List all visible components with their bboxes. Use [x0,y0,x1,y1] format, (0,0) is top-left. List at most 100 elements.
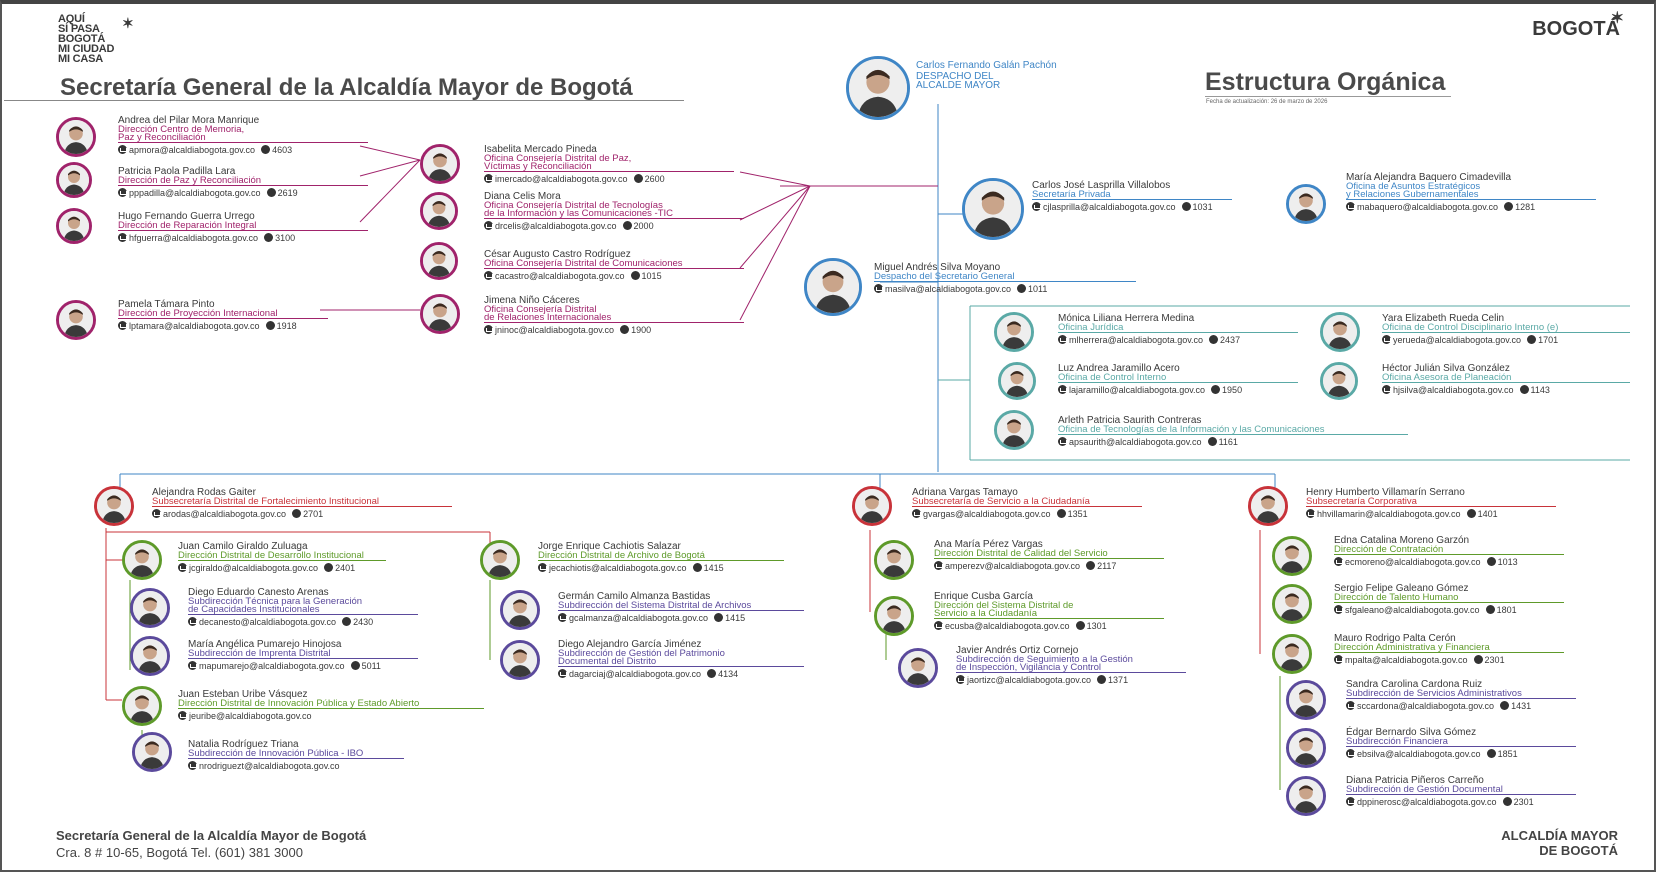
divider [188,758,404,759]
email-link[interactable]: jninoc@alcaldiabogota.gov.co [495,325,615,335]
divider [152,506,452,507]
extension: 4603 [261,145,292,155]
email-icon [484,174,493,183]
person-name: Héctor Julián Silva González [1382,363,1510,374]
email-link[interactable]: mpalta@alcaldiabogota.gov.co [1345,655,1468,665]
extension-number: 2437 [1220,335,1241,345]
avatar [500,590,540,630]
extension-number: 2301 [1513,797,1534,807]
email-icon [538,563,547,572]
email-link[interactable]: jeuribe@alcaldiabogota.gov.co [189,711,312,721]
person-name: Jorge Enrique Cachiotis Salazar [538,541,681,552]
footer-brand-line2: DE BOGOTÁ [1539,843,1618,858]
email-link[interactable]: sccardona@alcaldiabogota.gov.co [1357,701,1495,711]
email-link[interactable]: decanesto@alcaldiabogota.gov.co [199,617,337,627]
unit-name: Dirección Distrital de Desarrollo Instit… [178,550,364,561]
extension-number: 1801 [1496,605,1517,615]
email-icon [1306,509,1315,518]
email-link[interactable]: masilva@alcaldiabogota.gov.co [885,284,1012,294]
avatar [898,648,938,688]
avatar [480,540,520,580]
extension: 2619 [266,188,298,198]
email-icon [1346,202,1355,211]
email-link[interactable]: mlherrera@alcaldiabogota.gov.co [1069,335,1204,345]
email-link[interactable]: nrodriguezt@alcaldiabogota.gov.co [199,761,340,771]
phone-icon [1056,509,1066,518]
divider [484,171,734,172]
email-link[interactable]: jcgiraldo@alcaldiabogota.gov.co [189,563,319,573]
email-link[interactable]: apmora@alcaldiabogota.gov.co [129,145,256,155]
email-link[interactable]: ecusba@alcaldiabogota.gov.co [945,621,1070,631]
avatar [130,636,170,676]
divider [558,666,804,667]
email-link[interactable]: dagarciaj@alcaldiabogota.gov.co [569,669,702,679]
email-link[interactable]: dppinerosc@alcaldiabogota.gov.co [1357,797,1497,807]
extension-number: 2430 [353,617,374,627]
email-link[interactable]: arodas@alcaldiabogota.gov.co [163,509,287,519]
unit-name: y Relaciones Gubernamentales [1346,189,1479,200]
email-link[interactable]: sfgaleano@alcaldiabogota.gov.co [1345,605,1480,615]
divider [118,230,368,231]
email-link[interactable]: hfguerra@alcaldiabogota.gov.co [129,233,259,243]
unit-name: Despacho del Secretario General [874,271,1015,282]
email-link[interactable]: ecmoreno@alcaldiabogota.gov.co [1345,557,1481,567]
person-name: María Alejandra Baquero Cimadevilla [1346,172,1512,183]
email-link[interactable]: yerueda@alcaldiabogota.gov.co [1393,335,1522,345]
unit-name: Subdirección Financiera [1346,736,1448,747]
email-icon [178,563,187,572]
person-name: Carlos Fernando Galán Pachón [916,60,1057,71]
phone-icon [1097,675,1107,684]
email-link[interactable]: cjlasprilla@alcaldiabogota.gov.co [1043,202,1176,212]
person-name: Diana Celis Mora [484,191,561,202]
avatar [56,208,92,244]
contact-line: decanesto@alcaldiabogota.gov.co 2430 [188,617,373,627]
contact-line: nrodriguezt@alcaldiabogota.gov.co [188,761,340,771]
email-link[interactable]: lajaramillo@alcaldiabogota.gov.co [1069,385,1206,395]
divider [1058,434,1408,435]
person-name: Isabelita Mercado Pineda [484,144,597,155]
person-name: Mauro Rodrigo Palta Cerón [1334,633,1456,644]
avatar [1286,184,1326,224]
unit-name: Subdirección de Gestión Documental [1346,784,1503,795]
avatar [874,596,914,636]
email-link[interactable]: mapumarejo@alcaldiabogota.gov.co [199,661,345,671]
email-link[interactable]: jaortizc@alcaldiabogota.gov.co [967,675,1092,685]
extension-number: 1161 [1218,437,1238,447]
email-link[interactable]: cacastro@alcaldiabogota.gov.co [495,271,625,281]
divider [956,672,1186,673]
extension: 1401 [1466,509,1498,519]
email-link[interactable]: ebsilva@alcaldiabogota.gov.co [1357,749,1481,759]
extension: 2117 [1086,561,1116,571]
extension-number: 1701 [1538,335,1559,345]
person-name: Patricia Paola Padilla Lara [118,166,236,177]
email-link[interactable]: hjsilva@alcaldiabogota.gov.co [1393,385,1514,395]
person-name: Yara Elizabeth Rueda Celin [1382,313,1505,324]
divider [178,560,386,561]
email-link[interactable]: hhvillamarin@alcaldiabogota.gov.co [1317,509,1461,519]
unit-name: Subdirección de Imprenta Distrital [188,648,331,659]
star-icon: ✶ [1610,10,1624,27]
extension-number: 1011 [1028,284,1048,294]
email-link[interactable]: imercado@alcaldiabogota.gov.co [495,174,628,184]
email-link[interactable]: gcalmanza@alcaldiabogota.gov.co [569,613,709,623]
email-link[interactable]: pppadilla@alcaldiabogota.gov.co [129,188,261,198]
email-link[interactable]: lptamara@alcaldiabogota.gov.co [129,321,260,331]
avatar [804,258,862,316]
email-link[interactable]: apsaurith@alcaldiabogota.gov.co [1069,437,1202,447]
email-link[interactable]: amperezv@alcaldiabogota.gov.co [945,561,1081,571]
extension: 1281 [1504,202,1535,212]
phone-icon [324,563,334,572]
phone-icon [292,509,302,518]
email-link[interactable]: jecachiotis@alcaldiabogota.gov.co [549,563,687,573]
avatar [994,312,1034,352]
email-link[interactable]: drcelis@alcaldiabogota.gov.co [495,221,617,231]
email-link[interactable]: gvargas@alcaldiabogota.gov.co [923,509,1051,519]
unit-name: Oficina de Asuntos Estratégicos [1346,181,1481,192]
email-link[interactable]: mabaquero@alcaldiabogota.gov.co [1357,202,1499,212]
